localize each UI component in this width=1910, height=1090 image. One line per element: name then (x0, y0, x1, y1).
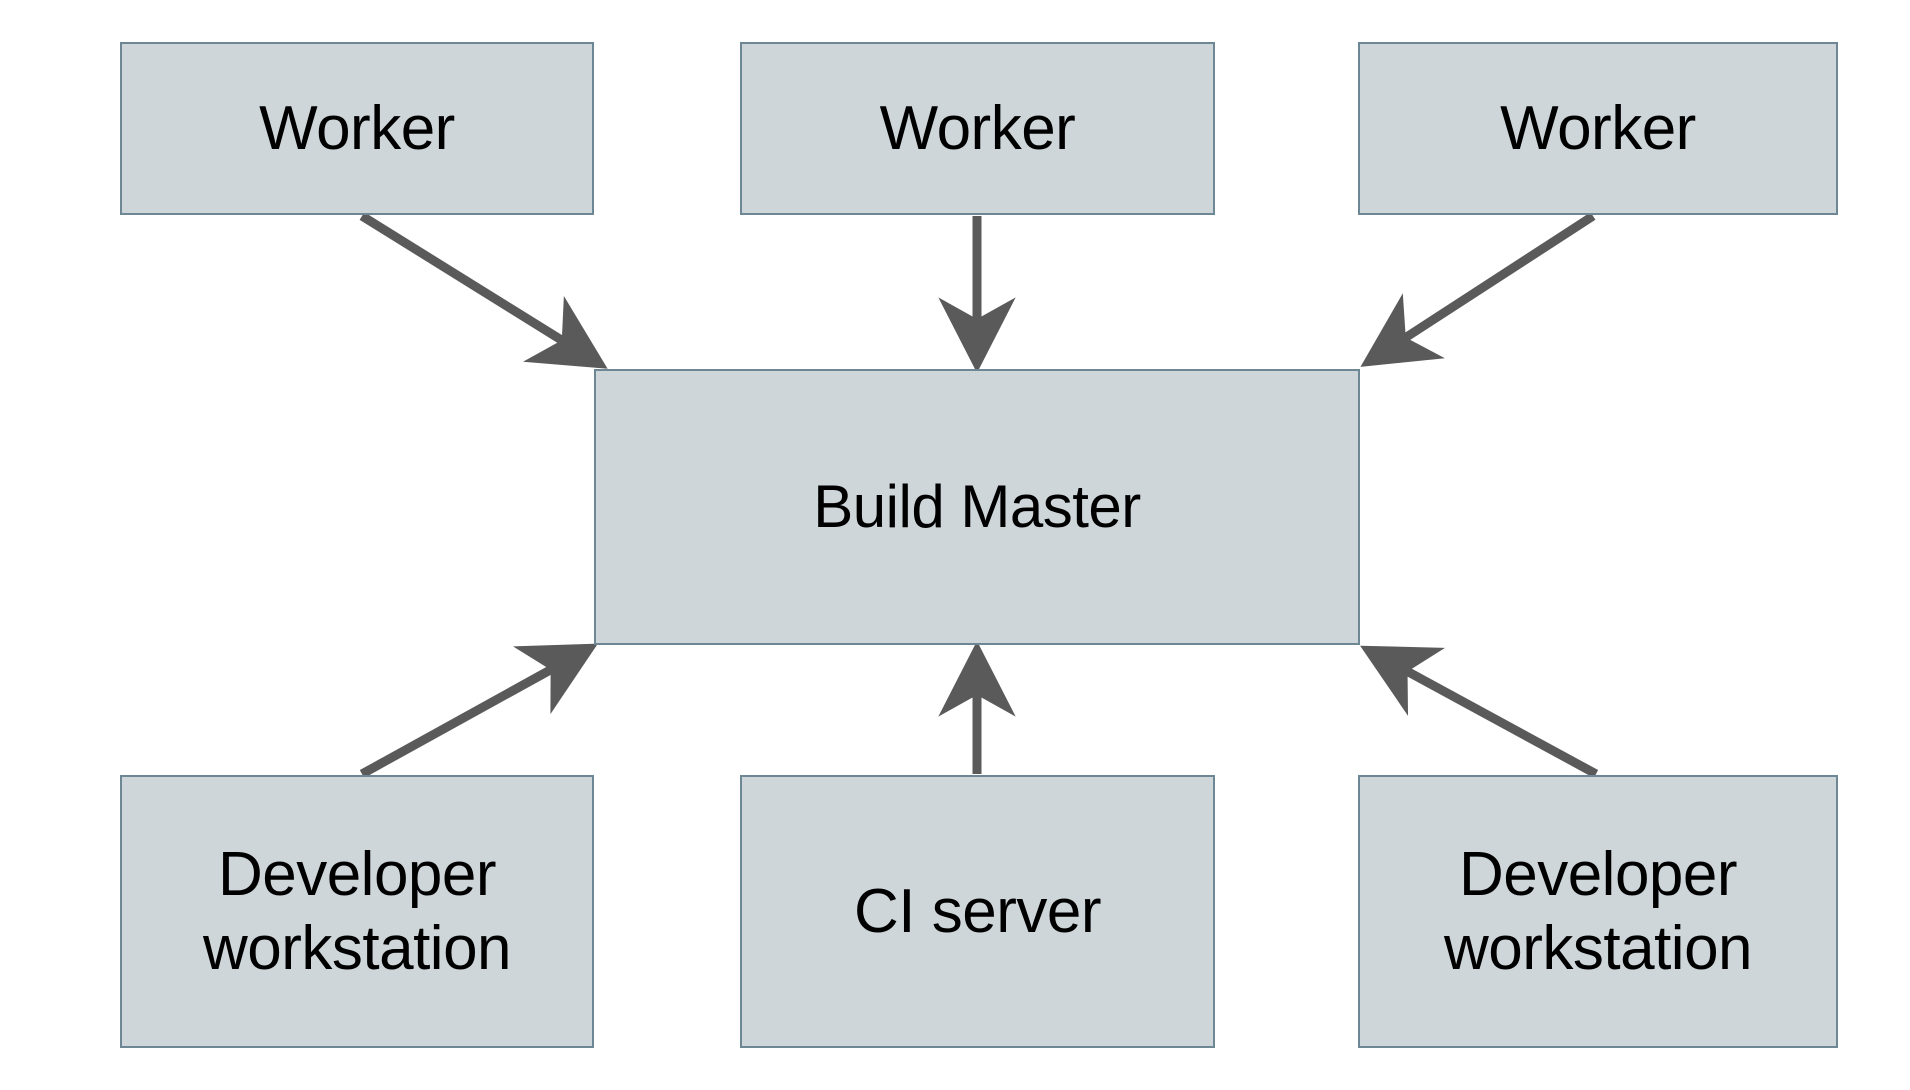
node-label-worker-2: Worker (879, 93, 1076, 163)
node-label-ci-server: CI server (854, 876, 1101, 946)
edge-devws2-to-master (1360, 645, 1599, 778)
node-label-dev-ws-1: Developer workstation (202, 840, 512, 983)
node-build-master[interactable]: Build Master (594, 369, 1360, 645)
node-dev-ws-1[interactable]: Developer workstation (120, 775, 594, 1048)
node-worker-3[interactable]: Worker (1358, 42, 1838, 215)
node-ci-server[interactable]: CI server (740, 775, 1215, 1048)
node-label-build-master: Build Master (813, 472, 1141, 540)
node-worker-1[interactable]: Worker (120, 42, 594, 215)
node-worker-2[interactable]: Worker (740, 42, 1215, 215)
node-dev-ws-2[interactable]: Developer workstation (1358, 775, 1838, 1048)
edge-devws1-to-master (359, 643, 598, 778)
node-label-worker-1: Worker (259, 93, 455, 163)
node-label-dev-ws-2: Developer workstation (1443, 840, 1753, 983)
node-label-worker-3: Worker (1500, 93, 1696, 163)
edge-worker1-to-master (359, 212, 608, 369)
edge-worker3-to-master (1360, 212, 1596, 367)
